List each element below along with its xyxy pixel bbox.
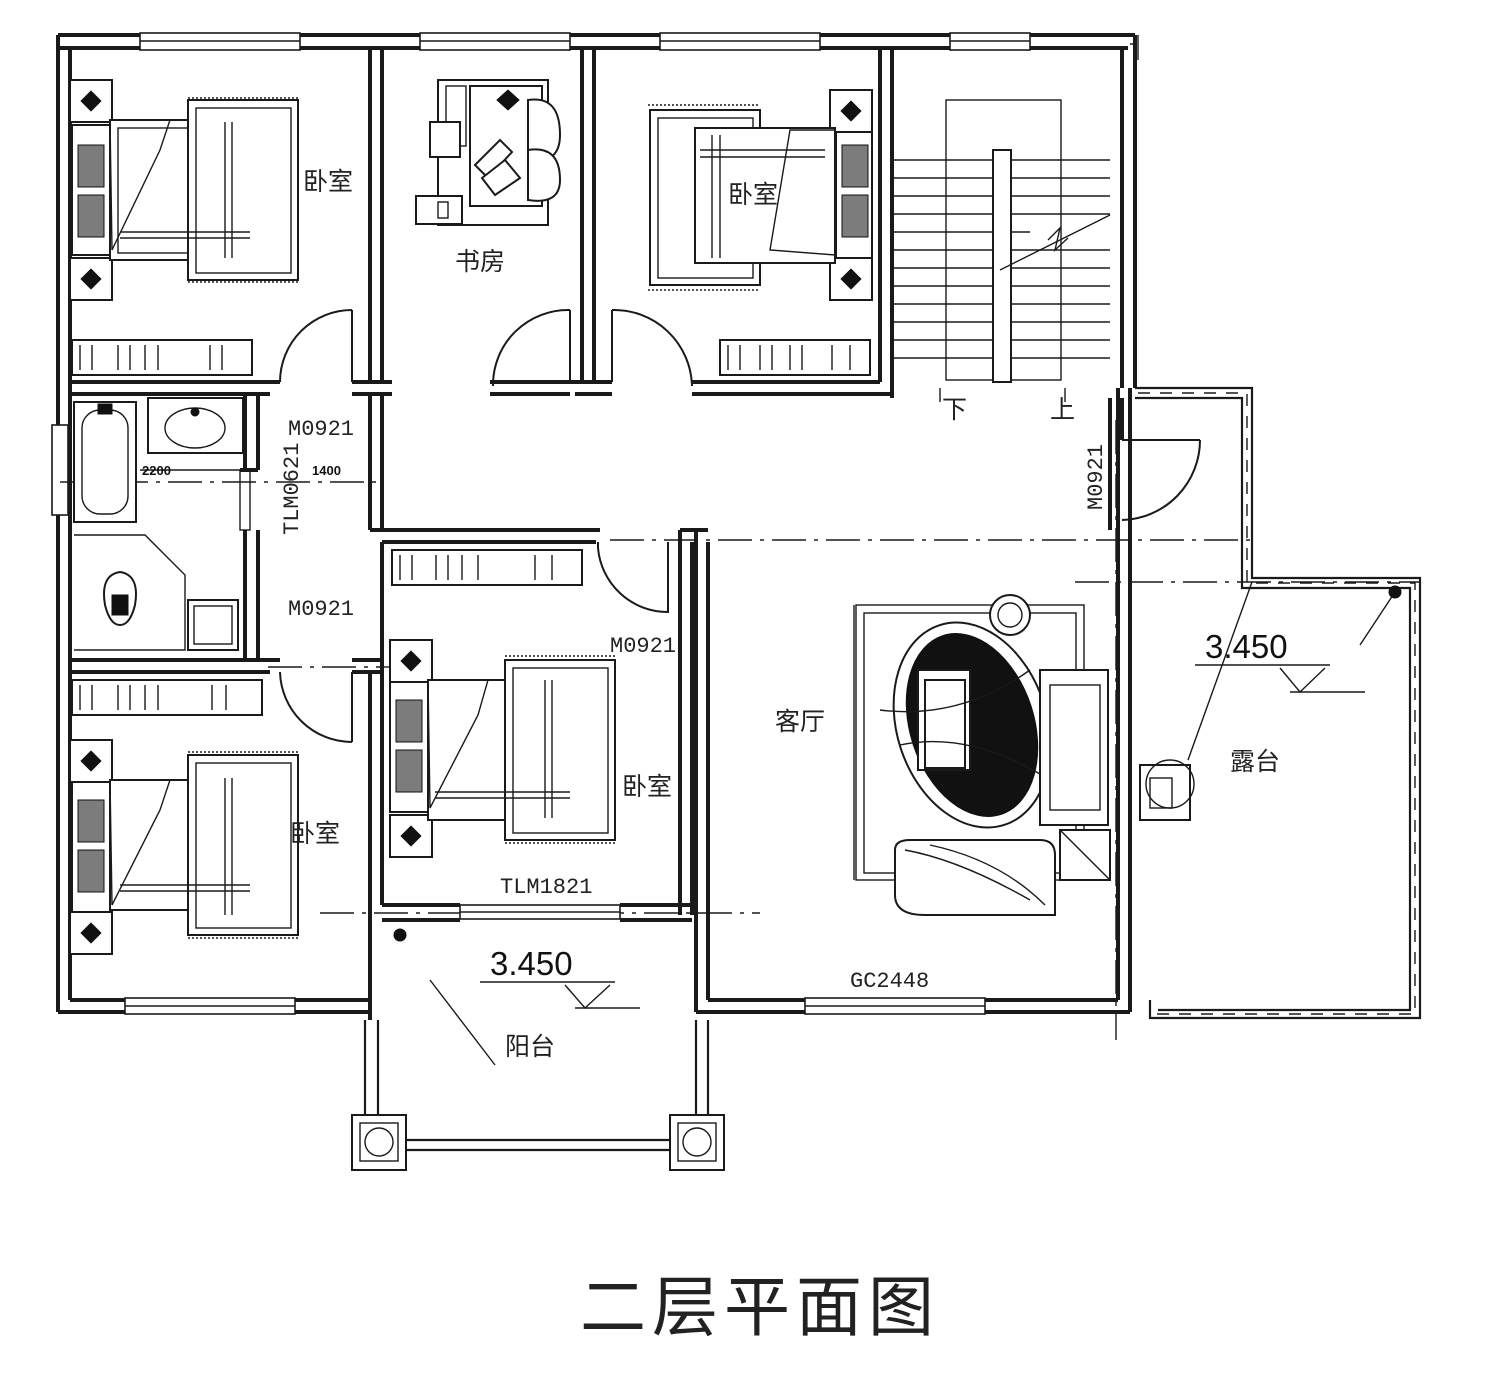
room-label-bedroom-center: 卧室 bbox=[622, 772, 672, 801]
balcony-outline bbox=[351, 928, 725, 1171]
door-code-stair: M0921 bbox=[1084, 444, 1109, 510]
doors bbox=[239, 308, 1201, 920]
door-code-center-bedroom: M0921 bbox=[610, 634, 676, 659]
door-code-bath-top: M0921 bbox=[288, 417, 354, 442]
room-label-study: 书房 bbox=[455, 247, 505, 276]
study-desk bbox=[415, 79, 562, 226]
top-windows bbox=[139, 32, 1031, 51]
room-label-bedroom-nw: 卧室 bbox=[303, 167, 353, 196]
bed-southwest bbox=[69, 739, 299, 955]
bottom-windows bbox=[51, 424, 986, 1015]
bed-north bbox=[648, 89, 873, 301]
window-code-living: GC2448 bbox=[850, 969, 929, 994]
door-code-bath-low: M0921 bbox=[288, 597, 354, 622]
room-label-living: 客厅 bbox=[775, 707, 825, 736]
stair-up-label: 上 bbox=[1050, 395, 1075, 424]
room-label-bedroom-sw: 卧室 bbox=[290, 819, 340, 848]
staircase bbox=[892, 99, 1111, 402]
bath-dimension-1: 2200 bbox=[142, 463, 171, 478]
elevation-mark-terrace bbox=[1195, 664, 1365, 694]
drawing-title: 二层平面图 bbox=[580, 1269, 940, 1346]
stair-down-label: 下 bbox=[942, 395, 967, 424]
elevation-balcony: 3.450 bbox=[490, 945, 573, 982]
terrace-outline bbox=[1135, 386, 1422, 1020]
room-label-bedroom-n: 卧室 bbox=[728, 180, 778, 209]
bath-dimension-2: 1400 bbox=[312, 463, 341, 478]
elevation-mark-balcony bbox=[480, 981, 640, 1010]
labels: 卧室 书房 卧室 卧室 卧室 客厅 阳台 露台 下 上 M0921 TLM062… bbox=[142, 167, 1288, 1346]
door-code-bath-side: TLM0621 bbox=[280, 443, 305, 535]
door-code-balcony: TLM1821 bbox=[500, 875, 592, 900]
bathroom-fixtures bbox=[73, 397, 245, 651]
axis-lines bbox=[60, 420, 1420, 1040]
elevation-terrace: 3.450 bbox=[1205, 628, 1288, 665]
room-label-balcony: 阳台 bbox=[505, 1032, 555, 1061]
room-label-terrace: 露台 bbox=[1230, 747, 1280, 776]
bed-center bbox=[389, 639, 616, 858]
bed-northwest bbox=[69, 79, 299, 301]
wardrobes bbox=[71, 339, 871, 716]
living-room-furniture bbox=[853, 594, 1111, 916]
